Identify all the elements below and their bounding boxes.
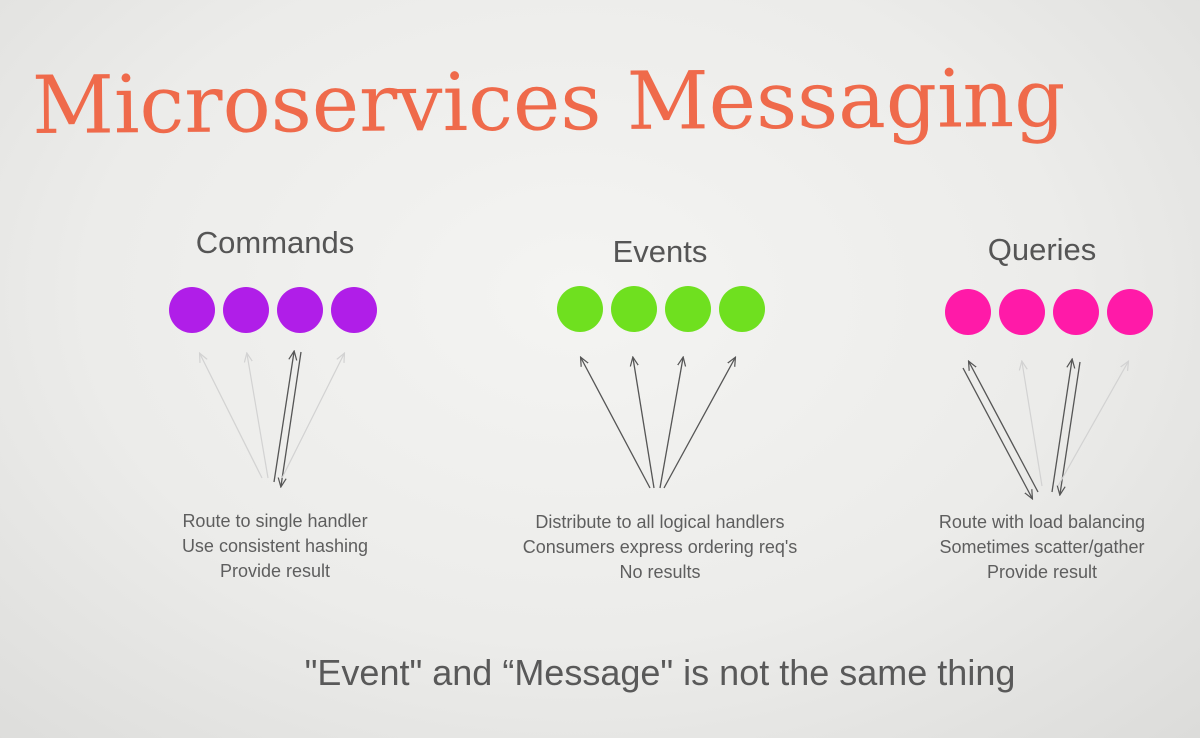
queries-arrow-faint-1 — [1022, 362, 1043, 487]
commands-arrows — [200, 352, 344, 486]
event-dot-3 — [665, 286, 711, 332]
queries-line-2: Sometimes scatter/gather — [939, 537, 1145, 557]
query-dot-2 — [999, 289, 1045, 335]
commands-arrow-to-handler — [273, 352, 294, 483]
queries-arrow-result-2 — [1060, 361, 1081, 494]
queries-arrow-result-1 — [962, 367, 1032, 498]
commands-description: Route to single handler Use consistent h… — [95, 509, 455, 584]
events-column: Events Distribute to all logical handler… — [480, 234, 840, 604]
query-dot-3 — [1053, 289, 1099, 335]
queries-dots — [862, 289, 1200, 341]
commands-column: Commands Route to single handler Use con… — [95, 225, 455, 595]
event-dot-4 — [719, 286, 765, 332]
events-arrow-4 — [663, 358, 735, 489]
queries-arrow-faint-2 — [1057, 362, 1128, 487]
events-line-1: Distribute to all logical handlers — [535, 512, 785, 532]
queries-line-3: Provide result — [986, 562, 1098, 582]
commands-line-1: Route to single handler — [182, 511, 368, 531]
events-dots — [480, 286, 840, 338]
queries-arrow-to-handler-2 — [1051, 360, 1072, 493]
commands-line-2: Use consistent hashing — [181, 536, 369, 556]
events-description: Distribute to all logical handlers Consu… — [480, 510, 840, 585]
command-dot-3 — [277, 287, 323, 333]
queries-column: Queries Route with load balancing Someti… — [862, 232, 1200, 602]
event-dot-1 — [557, 286, 603, 332]
events-line-2: Consumers express ordering req's — [522, 537, 798, 557]
events-heading: Events — [612, 234, 708, 269]
events-arrow-1 — [581, 358, 651, 489]
commands-heading: Commands — [195, 225, 355, 260]
event-dot-2 — [611, 286, 657, 332]
queries-description: Route with load balancing Sometimes scat… — [862, 510, 1200, 585]
query-dot-4 — [1107, 289, 1153, 335]
events-line-3: No results — [619, 562, 701, 582]
commands-arrow-faint-3 — [281, 354, 344, 479]
queries-arrow-to-handler-1 — [969, 362, 1039, 493]
queries-arrows — [962, 360, 1128, 498]
events-arrow-2 — [633, 358, 655, 489]
commands-dots — [95, 287, 455, 339]
query-dot-1 — [945, 289, 991, 335]
command-dot-2 — [223, 287, 269, 333]
footer-note: "Event" and “Message" is not the same th… — [304, 652, 1016, 693]
command-dot-4 — [331, 287, 377, 333]
events-arrows — [581, 358, 735, 489]
commands-arrow-faint-2 — [247, 354, 269, 479]
commands-arrow-result — [281, 351, 302, 486]
commands-arrow-faint-1 — [200, 354, 263, 479]
queries-heading: Queries — [987, 232, 1097, 267]
command-dot-1 — [169, 287, 215, 333]
events-arrow-3 — [659, 358, 683, 489]
commands-line-3: Provide result — [219, 561, 331, 581]
queries-line-1: Route with load balancing — [938, 512, 1146, 532]
